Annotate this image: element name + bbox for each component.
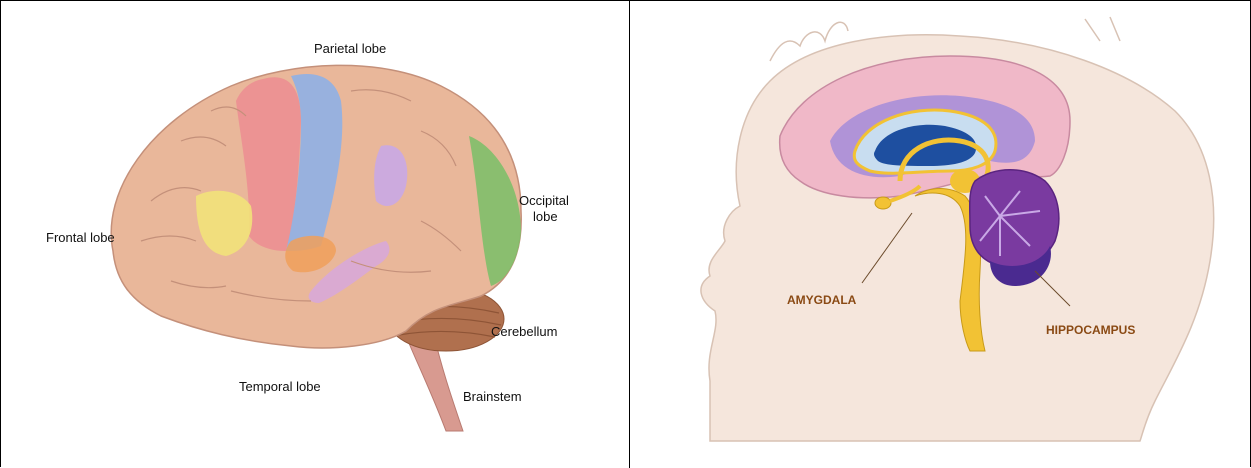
label-parietal-lobe: Parietal lobe: [314, 41, 386, 56]
amygdala-blob: [875, 197, 891, 209]
label-occipital-line2: lobe: [533, 209, 558, 224]
left-cell: Parietal lobe Occipital lobe Frontal lob…: [1, 1, 629, 468]
cerebellum-purple: [970, 170, 1059, 268]
label-brainstem: Brainstem: [463, 389, 522, 404]
label-occipital-line1: Occipital: [519, 193, 569, 208]
brain-lobes-figure: Parietal lobe Occipital lobe Frontal lob…: [1, 1, 629, 468]
label-amygdala: AMYGDALA: [787, 293, 857, 307]
limbic-system-figure: AMYGDALA HIPPOCAMPUS: [630, 1, 1250, 468]
label-frontal-lobe: Frontal lobe: [46, 230, 115, 245]
label-hippocampus: HIPPOCAMPUS: [1046, 323, 1135, 337]
hair-top: [1085, 17, 1120, 41]
label-cerebellum: Cerebellum: [491, 324, 557, 339]
label-temporal-lobe: Temporal lobe: [239, 379, 321, 394]
right-cell: AMYGDALA HIPPOCAMPUS: [630, 1, 1250, 468]
